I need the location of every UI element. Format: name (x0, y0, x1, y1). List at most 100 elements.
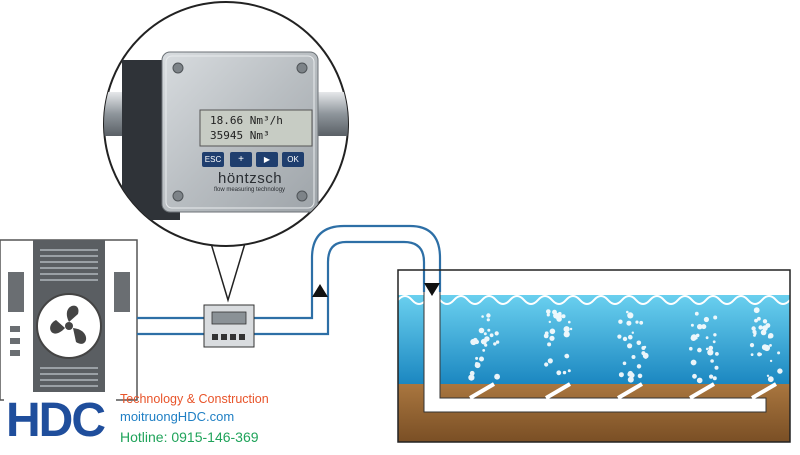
air-bubble (544, 362, 549, 367)
meter-ok-button[interactable]: OK (282, 152, 304, 167)
air-bubble (569, 327, 573, 331)
air-bubble (694, 311, 699, 316)
air-bubble (713, 315, 718, 320)
air-bubble (766, 374, 770, 377)
air-bubble (705, 347, 709, 351)
air-bubble (563, 326, 570, 333)
air-bubble (626, 320, 632, 326)
air-bubble (627, 372, 632, 377)
aeration-tank (397, 269, 791, 443)
meter-play-button[interactable]: ▶ (256, 152, 278, 167)
air-bubble (622, 361, 627, 366)
meter-display-line1: 18.66 Nm³/h (210, 114, 283, 127)
air-bubble (703, 316, 710, 323)
air-bubble (627, 343, 633, 349)
meter-plus-button[interactable]: + (230, 152, 252, 167)
air-bubble (689, 346, 693, 351)
company-hotline: Hotline: 0915-146-369 (120, 429, 259, 445)
air-bubble (547, 358, 553, 364)
air-bubble (483, 332, 487, 336)
air-bubble (713, 333, 717, 337)
air-bubble (487, 328, 491, 332)
air-bubble (769, 359, 773, 363)
air-bubble (767, 376, 774, 383)
air-bubble (777, 351, 781, 355)
air-bubble (758, 325, 763, 330)
company-website[interactable]: moitruongHDC.com (120, 409, 235, 424)
air-bubble (707, 349, 714, 356)
air-bubble (691, 334, 697, 341)
air-bubble (556, 370, 562, 376)
air-bubble (474, 362, 481, 369)
air-bubble (710, 359, 714, 363)
air-bubble (754, 318, 758, 323)
air-bubble (696, 377, 703, 384)
air-bubble (769, 344, 772, 347)
air-bubble (643, 345, 647, 349)
air-bubble (753, 307, 760, 314)
air-bubble (627, 312, 634, 319)
blower-vents (40, 249, 98, 387)
air-bubble (761, 344, 768, 351)
air-bubble (486, 318, 490, 322)
air-pipeline (137, 224, 442, 336)
air-bubble (631, 331, 634, 334)
air-bubble (561, 314, 566, 319)
air-bubble (712, 340, 716, 344)
air-bubble (617, 334, 622, 339)
company-tagline: Technology & Construction (120, 392, 269, 406)
air-bubble (628, 334, 633, 340)
air-bubble (548, 320, 551, 324)
air-bubble (644, 355, 648, 359)
air-bubble (546, 309, 551, 314)
air-bubble (636, 340, 642, 346)
air-bubble (757, 352, 762, 357)
air-bubble (627, 376, 634, 383)
meter-zoom-callout (103, 1, 349, 247)
air-bubble (708, 345, 714, 351)
air-bubble (751, 326, 756, 331)
air-bubble (495, 340, 500, 344)
air-bubble (626, 310, 629, 314)
air-bubble (482, 349, 486, 352)
air-bubble (562, 370, 567, 375)
flow-arrow-up-icon (312, 284, 328, 297)
air-bubble (622, 336, 628, 342)
air-bubble (489, 333, 494, 338)
inline-flow-meter (203, 304, 255, 348)
air-bubble (641, 351, 646, 356)
meter-esc-button[interactable]: ESC (202, 152, 224, 167)
air-bubble (697, 324, 703, 330)
air-bubble (760, 329, 767, 336)
air-bubble (480, 339, 485, 344)
air-bubble (705, 336, 709, 340)
air-bubble (631, 355, 636, 359)
air-bubble (473, 337, 478, 343)
air-bubble (479, 356, 484, 362)
air-bubbles (468, 307, 783, 384)
air-bubble (712, 376, 717, 381)
air-bubble (750, 353, 754, 356)
air-bubble (715, 352, 719, 356)
air-bubble (697, 347, 702, 353)
air-bubble (777, 368, 783, 374)
meter-brand-sub: flow measuring technology (214, 187, 286, 193)
meter-display-line2: 35945 Nm³ (210, 129, 270, 142)
air-bubble (639, 320, 644, 325)
air-bubble (543, 333, 549, 339)
air-bubble (762, 319, 768, 324)
air-bubble (762, 325, 768, 331)
air-bubble (481, 315, 484, 318)
air-bubble (636, 364, 642, 369)
air-bubble (469, 370, 475, 376)
hdc-logo: HDC (4, 392, 116, 442)
air-bubble (546, 313, 550, 317)
meter-brand: höntzsch (218, 170, 283, 187)
air-bubble (552, 309, 557, 315)
air-bubble (690, 323, 694, 327)
blower-unit (0, 239, 138, 401)
air-bubble (567, 369, 571, 373)
air-bubble (692, 373, 697, 379)
